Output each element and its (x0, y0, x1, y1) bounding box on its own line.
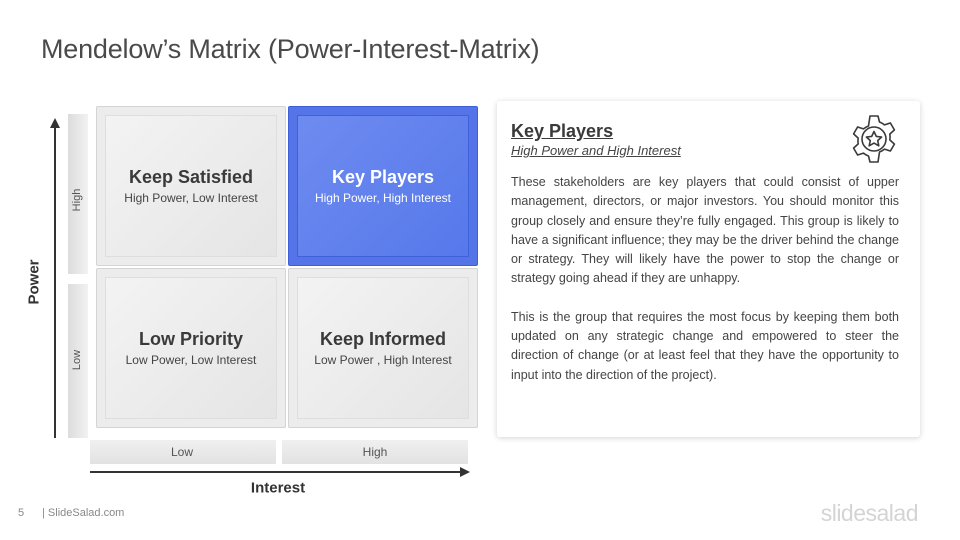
cell-frame (288, 268, 478, 428)
cell-subtitle: High Power, Low Interest (124, 191, 258, 205)
cell-key-players[interactable]: Key Players High Power, High Interest (288, 106, 478, 266)
x-axis-arrow-icon (460, 467, 470, 477)
page-number: 5 (18, 507, 25, 519)
slide-title: Mendelow’s Matrix (Power-Interest-Matrix… (41, 34, 540, 64)
cell-low-priority[interactable]: Low Priority Low Power, Low Interest (96, 268, 286, 428)
y-axis-title: Power (25, 259, 43, 305)
cell-name: Keep Informed (319, 329, 447, 349)
cell-subtitle: High Power, High Interest (314, 191, 452, 205)
card-paragraph: This is the group that requires the most… (511, 309, 899, 382)
x-axis-line (90, 471, 462, 473)
cell-frame (96, 268, 286, 428)
cell-name: Key Players (331, 167, 435, 187)
side-plate-low (68, 284, 88, 438)
card-body: These stakeholders are key players that … (511, 173, 899, 404)
cell-keep-satisfied[interactable]: Keep Satisfied High Power, Low Interest (96, 106, 286, 266)
card-paragraph: These stakeholders are key players that … (511, 175, 899, 286)
cell-keep-informed[interactable]: Keep Informed Low Power , High Interest (288, 268, 478, 428)
y-tick-low: Low (71, 349, 83, 371)
x-axis-title: Interest (250, 479, 306, 497)
cell-name: Keep Satisfied (128, 167, 254, 187)
y-axis-line (54, 126, 56, 438)
x-tick-low: Low (170, 445, 194, 459)
x-tick-high: High (362, 445, 388, 459)
card-subtitle: High Power and High Interest (511, 143, 681, 158)
cell-frame (96, 106, 286, 266)
bottom-plate-high (282, 440, 468, 464)
side-plate-high (68, 114, 88, 274)
y-tick-high: High (71, 188, 83, 212)
cell-frame (288, 106, 478, 266)
cell-name: Low Priority (138, 329, 243, 349)
cell-subtitle: Low Power , High Interest (314, 353, 452, 367)
bottom-plate-low (90, 440, 276, 464)
card-title: Key Players (511, 121, 614, 141)
description-card: Key Players High Power and High Interest… (497, 101, 920, 437)
gear-star-icon (852, 115, 896, 163)
cell-subtitle: Low Power, Low Interest (125, 353, 257, 367)
y-axis-arrow-icon (50, 118, 60, 128)
brand-logo: slidesalad (820, 500, 919, 526)
footer-site: | SlideSalad.com (42, 507, 125, 519)
